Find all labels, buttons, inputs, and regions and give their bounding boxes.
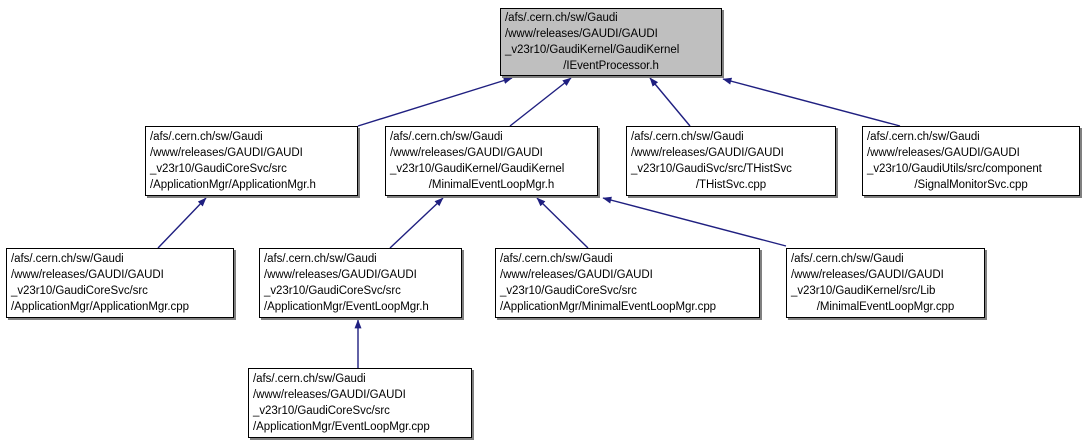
node-path-line: /MinimalEventLoopMgr.h [428, 179, 555, 191]
node-minimaleventloopmgr-h[interactable]: /afs/.cern.ch/sw/Gaudi/www/releases/GAUD… [385, 126, 598, 196]
node-path-line: /afs/.cern.ch/sw/Gaudi [867, 131, 980, 143]
node-path-line: /www/releases/GAUDI/GAUDI [150, 147, 303, 159]
node-path-line: /afs/.cern.ch/sw/Gaudi [150, 131, 263, 143]
node-path-line: /afs/.cern.ch/sw/Gaudi [264, 253, 377, 265]
edge-signalmonitorsvc-cpp-to-ieventprocessor-h [722, 77, 901, 127]
node-path-line: /www/releases/GAUDI/GAUDI [253, 389, 406, 401]
node-path-line: /www/releases/GAUDI/GAUDI [505, 28, 658, 40]
node-path-line: /MinimalEventLoopMgr.cpp [816, 301, 955, 313]
edge-eventloopmgr-h-to-minimaleventloopmgr-h [389, 197, 444, 249]
edge-applicationmgr-h-to-ieventprocessor-h [357, 77, 513, 127]
node-applicationmgr-h[interactable]: /afs/.cern.ch/sw/Gaudi/www/releases/GAUD… [145, 126, 358, 196]
node-path-line: /afs/.cern.ch/sw/Gaudi [390, 131, 503, 143]
edge-minimaleventloopmgr-h-to-ieventprocessor-h [509, 77, 572, 127]
node-path-line: _v23r10/GaudiCoreSvc/src [264, 285, 401, 297]
node-path-line: _v23r10/GaudiCoreSvc/src [253, 405, 390, 417]
node-path-line: /www/releases/GAUDI/GAUDI [631, 147, 784, 159]
node-path-line: /IEventProcessor.h [563, 60, 659, 72]
node-minimaleventloopmgr-cpp[interactable]: /afs/.cern.ch/sw/Gaudi/www/releases/GAUD… [495, 248, 760, 318]
node-path-line: /www/releases/GAUDI/GAUDI [11, 269, 164, 281]
node-path-line: _v23r10/GaudiKernel/GaudiKernel [505, 44, 680, 56]
node-path-line: /www/releases/GAUDI/GAUDI [500, 269, 653, 281]
node-path-line: /afs/.cern.ch/sw/Gaudi [505, 12, 618, 24]
node-path-line: /afs/.cern.ch/sw/Gaudi [253, 373, 366, 385]
node-path-line: /THistSvc.cpp [695, 179, 767, 191]
node-path-line: /ApplicationMgr/MinimalEventLoopMgr.cpp [500, 301, 717, 313]
edge-applicationmgr-cpp-to-applicationmgr-h [157, 197, 207, 249]
node-path-line: _v23r10/GaudiKernel/GaudiKernel [390, 163, 565, 175]
node-path-line: /ApplicationMgr/ApplicationMgr.h [150, 179, 316, 191]
node-path-line: _v23r10/GaudiCoreSvc/src [150, 163, 287, 175]
node-ieventprocessor-h[interactable]: /afs/.cern.ch/sw/Gaudi/www/releases/GAUD… [500, 8, 722, 76]
node-path-line: /afs/.cern.ch/sw/Gaudi [500, 253, 613, 265]
node-path-line: _v23r10/GaudiCoreSvc/src [11, 285, 148, 297]
node-path-line: /afs/.cern.ch/sw/Gaudi [11, 253, 124, 265]
edge-lib-minimaleventloopmgr-cpp-to-minimaleventloopmgr-h [602, 196, 787, 247]
node-path-line: /SignalMonitorSvc.cpp [914, 179, 1028, 191]
edge-minimaleventloopmgr-cpp-to-minimaleventloopmgr-h [536, 197, 589, 249]
node-path-line: _v23r10/GaudiCoreSvc/src [500, 285, 637, 297]
node-applicationmgr-cpp[interactable]: /afs/.cern.ch/sw/Gaudi/www/releases/GAUD… [6, 248, 234, 318]
node-thistsvc-cpp[interactable]: /afs/.cern.ch/sw/Gaudi/www/releases/GAUD… [626, 126, 836, 196]
node-signalmonitorsvc-cpp[interactable]: /afs/.cern.ch/sw/Gaudi/www/releases/GAUD… [862, 126, 1080, 196]
node-eventloopmgr-h[interactable]: /afs/.cern.ch/sw/Gaudi/www/releases/GAUD… [259, 248, 462, 318]
node-eventloopmgr-cpp[interactable]: /afs/.cern.ch/sw/Gaudi/www/releases/GAUD… [248, 368, 472, 438]
node-path-line: /www/releases/GAUDI/GAUDI [791, 269, 944, 281]
node-path-line: /www/releases/GAUDI/GAUDI [390, 147, 543, 159]
node-path-line: /www/releases/GAUDI/GAUDI [264, 269, 417, 281]
node-path-line: _v23r10/GaudiSvc/src/THistSvc [631, 163, 792, 175]
node-path-line: /ApplicationMgr/EventLoopMgr.h [264, 301, 429, 313]
node-lib-minimaleventloopmgr-cpp[interactable]: /afs/.cern.ch/sw/Gaudi/www/releases/GAUD… [786, 248, 985, 318]
node-path-line: /ApplicationMgr/ApplicationMgr.cpp [11, 301, 189, 313]
node-path-line: _v23r10/GaudiKernel/src/Lib [791, 285, 936, 297]
node-path-line: /ApplicationMgr/EventLoopMgr.cpp [253, 421, 430, 433]
node-path-line: _v23r10/GaudiUtils/src/component [867, 163, 1042, 175]
edge-thistsvc-cpp-to-ieventprocessor-h [649, 77, 691, 127]
node-path-line: /afs/.cern.ch/sw/Gaudi [631, 131, 744, 143]
node-path-line: /www/releases/GAUDI/GAUDI [867, 147, 1020, 159]
node-path-line: /afs/.cern.ch/sw/Gaudi [791, 253, 904, 265]
